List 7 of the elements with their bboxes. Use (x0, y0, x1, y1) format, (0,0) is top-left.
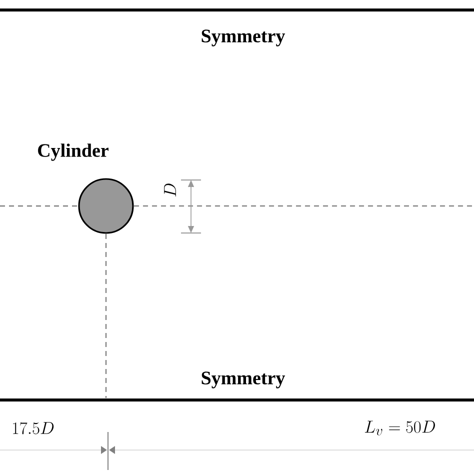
cylinder-circle (78, 178, 134, 234)
dimension-label: $D$ (164, 184, 176, 196)
symmetry-label: Symmetry (202, 372, 286, 388)
cylinder-label: Cylinder (38, 144, 108, 161)
dimension-label: $L_v = 50D$ (364, 420, 435, 436)
symmetry-label: Symmetry (202, 30, 286, 46)
dimension-label: $17.5D$ (13, 422, 54, 434)
